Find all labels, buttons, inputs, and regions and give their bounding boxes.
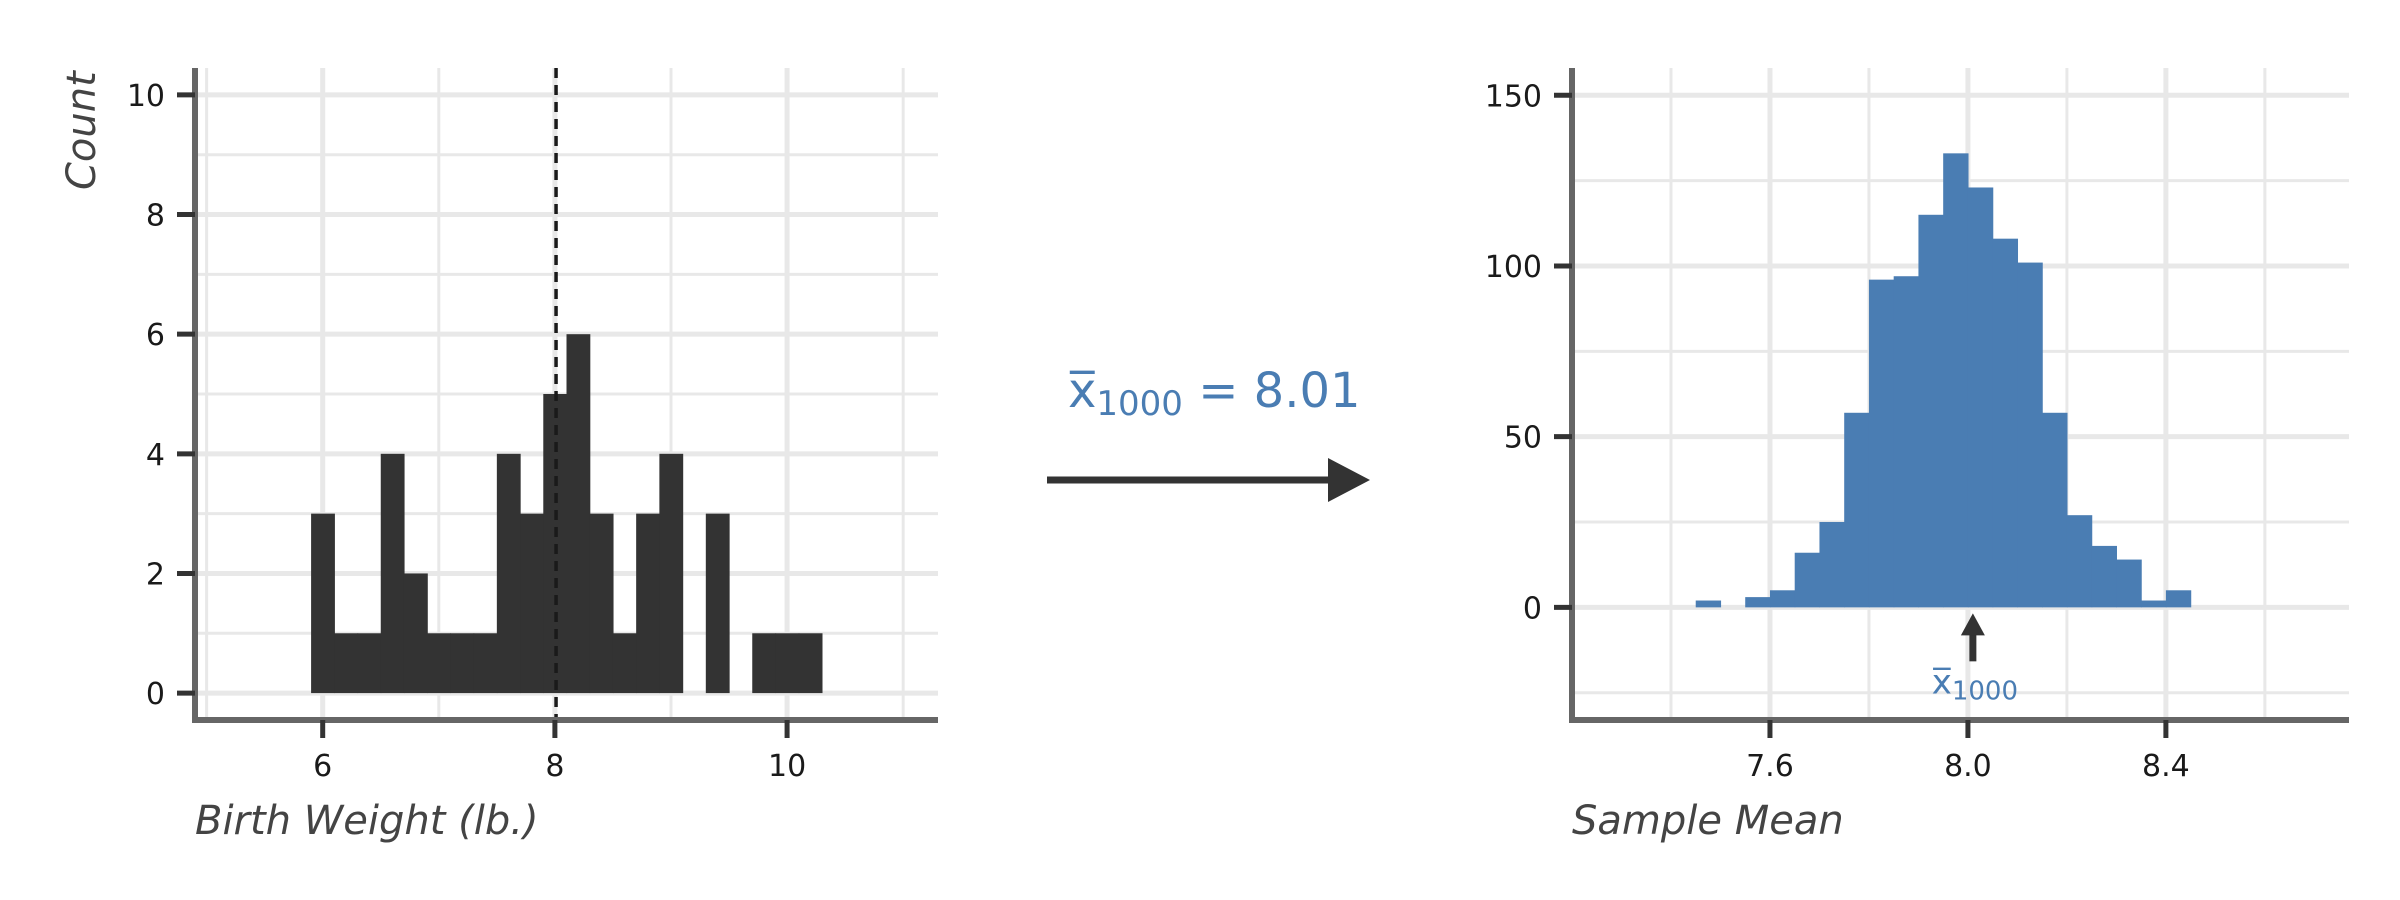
y-tick-label: 0 bbox=[146, 677, 165, 712]
histogram-bar bbox=[2165, 590, 2192, 608]
histogram-bar bbox=[473, 633, 498, 694]
histogram-bar bbox=[2141, 600, 2167, 608]
birth-weight-histogram: 0 2 4 6 8 10 6 8 10 Birth Weight (lb.) Count bbox=[59, 68, 938, 844]
histogram-bar bbox=[752, 633, 777, 694]
histogram-bar bbox=[705, 513, 730, 694]
y-tick-label: 8 bbox=[146, 199, 165, 234]
annotation-label: x̅1000 = 8.01 bbox=[1068, 363, 1361, 424]
y-tick-label: 2 bbox=[146, 557, 165, 592]
histogram-bar bbox=[1893, 276, 1920, 608]
histogram-bar bbox=[589, 513, 614, 694]
histogram-bar bbox=[1918, 214, 1944, 608]
x-tick-label: 8 bbox=[545, 749, 564, 784]
right-grid bbox=[1572, 68, 2349, 720]
histogram-bar bbox=[566, 334, 591, 694]
histogram-bar bbox=[1992, 238, 2019, 608]
mean-marker-label: x̅1000 bbox=[1932, 662, 2018, 706]
histogram-bar bbox=[798, 633, 823, 694]
right-x-axis-title: Sample Mean bbox=[1572, 798, 1844, 844]
histogram-bar bbox=[659, 453, 684, 694]
x-tick-label: 8.4 bbox=[2142, 749, 2190, 784]
histogram-bar bbox=[380, 453, 405, 694]
marker-subscript: 1000 bbox=[1952, 676, 2018, 706]
left-y-axis-title: Count bbox=[59, 70, 105, 190]
left-ticks: 0 2 4 6 8 10 6 8 10 bbox=[127, 79, 806, 784]
transform-arrow-head bbox=[1328, 458, 1370, 502]
annotation-subscript: 1000 bbox=[1096, 384, 1183, 424]
y-tick-label: 6 bbox=[146, 318, 165, 353]
histogram-bar bbox=[334, 633, 359, 694]
histogram-bar bbox=[1868, 279, 1895, 608]
histogram-bar bbox=[1844, 412, 1870, 608]
histogram-bar bbox=[520, 513, 544, 694]
y-tick-label: 150 bbox=[1485, 79, 1542, 114]
x-tick-label: 7.6 bbox=[1746, 749, 1794, 784]
histogram-bar bbox=[357, 633, 382, 694]
histogram-bar bbox=[775, 633, 800, 694]
histogram-bar bbox=[2017, 262, 2043, 608]
histogram-bar bbox=[1794, 552, 1821, 608]
mean-marker-arrow-head bbox=[1960, 613, 1985, 636]
histogram-bar bbox=[1745, 597, 1771, 608]
right-axes bbox=[1569, 68, 2349, 723]
y-tick-label: 0 bbox=[1523, 591, 1542, 626]
histogram-bar bbox=[2066, 515, 2093, 608]
annotation-xbar: x̅ bbox=[1068, 363, 1096, 419]
annotation-value: = 8.01 bbox=[1183, 363, 1361, 419]
left-x-axis-title: Birth Weight (lb.) bbox=[195, 798, 539, 844]
histogram-bar bbox=[1819, 522, 1845, 608]
x-tick-label: 8.0 bbox=[1944, 749, 1992, 784]
right-bars bbox=[1695, 153, 2192, 608]
histogram-bar bbox=[543, 394, 568, 694]
histogram-bar bbox=[1967, 187, 1994, 608]
y-tick-label: 50 bbox=[1504, 421, 1542, 456]
sample-mean-annotation: x̅1000 = 8.01 bbox=[1047, 363, 1370, 502]
x-tick-label: 6 bbox=[313, 749, 332, 784]
histogram-bar bbox=[427, 633, 452, 694]
marker-xbar: x̅ bbox=[1932, 662, 1952, 702]
y-tick-label: 100 bbox=[1485, 250, 1542, 285]
right-ticks: 0 50 100 150 7.6 8.0 8.4 bbox=[1485, 79, 2190, 784]
histogram-bar bbox=[1769, 590, 1796, 608]
histogram-bar bbox=[612, 633, 637, 694]
y-tick-label: 4 bbox=[146, 438, 165, 473]
y-tick-label: 10 bbox=[127, 79, 165, 114]
histogram-bar bbox=[450, 633, 475, 694]
left-bars bbox=[311, 334, 823, 694]
left-axes bbox=[192, 68, 938, 723]
histogram-bar bbox=[1695, 600, 1722, 608]
sample-mean-histogram: 0 50 100 150 7.6 8.0 8.4 x̅1000 Sample Mean bbox=[1485, 68, 2349, 844]
histogram-bar bbox=[2042, 412, 2068, 608]
histogram-bar bbox=[496, 453, 521, 694]
histogram-bar bbox=[311, 513, 335, 694]
histogram-bar bbox=[636, 513, 660, 694]
histogram-bar bbox=[2091, 545, 2117, 608]
x-tick-label: 10 bbox=[768, 749, 806, 784]
histogram-bar bbox=[1943, 153, 1969, 608]
histogram-bar bbox=[403, 573, 428, 694]
histogram-bar bbox=[2116, 559, 2142, 608]
